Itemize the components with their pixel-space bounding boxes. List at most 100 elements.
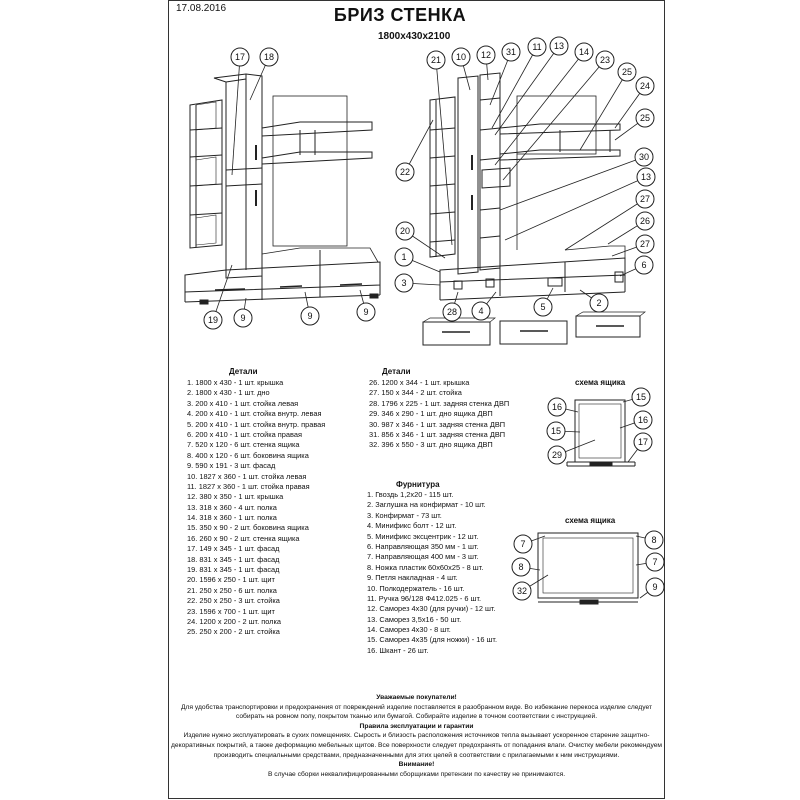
page-border [168, 0, 665, 799]
leader-line [502, 59, 606, 181]
callout-circle [617, 62, 637, 82]
leader-line [494, 45, 560, 136]
callout-number: 12 [481, 50, 491, 60]
callout-number: 11 [532, 42, 541, 52]
leader-line [404, 119, 434, 173]
callout-circle [442, 302, 462, 322]
details-heading-2: Детали [382, 367, 411, 376]
detail-item: 17. 149 x 345 - 1 шт. фасад [187, 544, 280, 554]
callout-number: 9 [307, 311, 312, 321]
hardware-item: 10. Полкодержатель - 16 шт. [367, 583, 465, 593]
callout-number: 17 [638, 437, 648, 447]
callout-circle [635, 234, 655, 254]
callout-number: 19 [208, 315, 218, 325]
callout-circle [574, 42, 594, 62]
hardware-item: 8. Ножка пластик 60x60x25 - 8 шт. [367, 562, 484, 572]
exploded-base [439, 245, 626, 301]
callout-number: 9 [652, 582, 657, 592]
callout-number: 24 [640, 81, 650, 91]
callout-number: 14 [579, 47, 589, 57]
tv-base [184, 247, 381, 305]
callout-number: 21 [431, 55, 441, 65]
callout-number: 18 [264, 52, 274, 62]
detail-item: 29. 346 x 290 - 1 шт. дно ящика ДВП [369, 409, 493, 419]
callout-circle [394, 273, 414, 293]
overall-dimensions: 1800x430x2100 [378, 31, 451, 42]
callout-circle [356, 302, 376, 322]
callout-circle [233, 308, 253, 328]
left-shelf-tower [189, 99, 223, 249]
detail-item: 6. 200 x 410 - 1 шт. стойка правая [187, 429, 302, 439]
callout-circle [395, 162, 415, 182]
callout-number: 20 [400, 226, 410, 236]
hardware-item: 13. Саморез 3,5x16 - 50 шт. [367, 614, 462, 624]
callout-circle [635, 76, 655, 96]
detail-item: 23. 1596 x 700 - 1 шт. щит [187, 606, 275, 616]
detail-item: 30. 987 x 346 - 1 шт. задняя стенка ДВП [369, 419, 506, 429]
hardware-item: 3. Конфирмат - 73 шт. [367, 510, 442, 520]
hardware-heading: Фурнитура [396, 480, 440, 489]
detail-item: 2. 1800 x 430 - 1 шт. дно [187, 388, 270, 398]
detail-item: 21. 250 x 250 - 6 шт. полка [187, 585, 277, 595]
callout-number: 7 [652, 557, 657, 567]
callout-number: 15 [551, 426, 561, 436]
callout-circle [549, 36, 569, 56]
notes-greeting: Уважаемые покупатели! [376, 694, 457, 701]
detail-item: 26. 1200 x 344 - 1 шт. крышка [369, 378, 470, 387]
large-scheme-title: схема ящика [565, 516, 616, 525]
callout-circle [451, 47, 471, 67]
callout-circle [636, 167, 656, 187]
callout-number: 2 [596, 298, 601, 308]
leader-line [212, 264, 233, 321]
callout-circle [645, 552, 665, 572]
callout-circle [635, 108, 655, 128]
detail-item: 31. 856 x 346 - 1 шт. задняя стенка ДВП [369, 429, 506, 439]
callout-number: 25 [622, 67, 632, 77]
detail-item: 7. 520 x 120 - 6 шт. стенка ящика [187, 440, 300, 450]
callout-number: 15 [636, 392, 646, 402]
callout-circle [501, 42, 521, 62]
detail-item: 12. 380 x 350 - 1 шт. крышка [187, 492, 284, 502]
detail-item: 19. 831 x 345 - 1 шт. фасад [187, 565, 280, 575]
callout-circle [300, 306, 320, 326]
callout-circle [633, 410, 653, 430]
drawer-fronts [422, 311, 646, 346]
small-drawer-scheme [566, 399, 636, 467]
callout-circle [546, 421, 566, 441]
leader-line [489, 51, 512, 106]
notes-paragraph-2: Изделие нужно эксплуатировать в сухих по… [170, 732, 663, 759]
document-date: 17.08.2016 [176, 3, 227, 14]
detail-item: 13. 318 x 360 - 4 шт. полка [187, 502, 277, 512]
detail-item: 18. 831 x 345 - 1 шт. фасад [187, 554, 280, 564]
detail-item: 3. 200 x 410 - 1 шт. стойка левая [187, 398, 299, 408]
callout-circle [533, 297, 553, 317]
leader-line [499, 156, 645, 211]
notes-attention: Внимание! [398, 761, 435, 769]
callout-circle [394, 247, 414, 267]
hardware-list: 1. Гвоздь 1,2x20 - 115 шт.2. Заглушка на… [367, 490, 497, 656]
tall-cabinet [213, 73, 263, 279]
hardware-item: 12. Саморез 4x30 (для ручки) - 12 шт. [367, 604, 496, 614]
callout-circle [634, 255, 654, 275]
detail-item: 9. 590 x 191 - 3 шт. фасад [187, 461, 276, 471]
notes-rules-heading: Правила эксплуатации и гарантии [359, 722, 474, 730]
detail-item: 14. 318 x 360 - 1 шт. полка [187, 513, 277, 523]
callout-number: 7 [520, 539, 525, 549]
callout-number: 13 [641, 172, 651, 182]
callout-number: 4 [478, 306, 483, 316]
callout-number: 3 [401, 278, 406, 288]
detail-item: 1. 1800 x 430 - 1 шт. крышка [187, 378, 284, 387]
notes-paragraph-3: В случае сборки неквалифицированными сбо… [267, 770, 566, 778]
callout-number: 6 [641, 260, 646, 270]
callout-circle [645, 577, 665, 597]
callout-circle [513, 534, 533, 554]
callout-number: 27 [640, 239, 650, 249]
large-drawer-scheme [537, 532, 639, 605]
hardware-item: 6. Направляющая 350 мм - 1 шт. [367, 541, 479, 551]
hardware-item: 5. Минификс эксцентрик - 12 шт. [367, 531, 479, 541]
hardware-item: 11. Ручка 96/128 Ф412.025 - 6 шт. [367, 593, 482, 603]
detail-item: 22. 250 x 250 - 3 шт. стойка [187, 596, 280, 606]
detail-item: 11. 1827 x 360 - 1 шт. стойка правая [187, 481, 310, 491]
callout-circle [589, 293, 609, 313]
